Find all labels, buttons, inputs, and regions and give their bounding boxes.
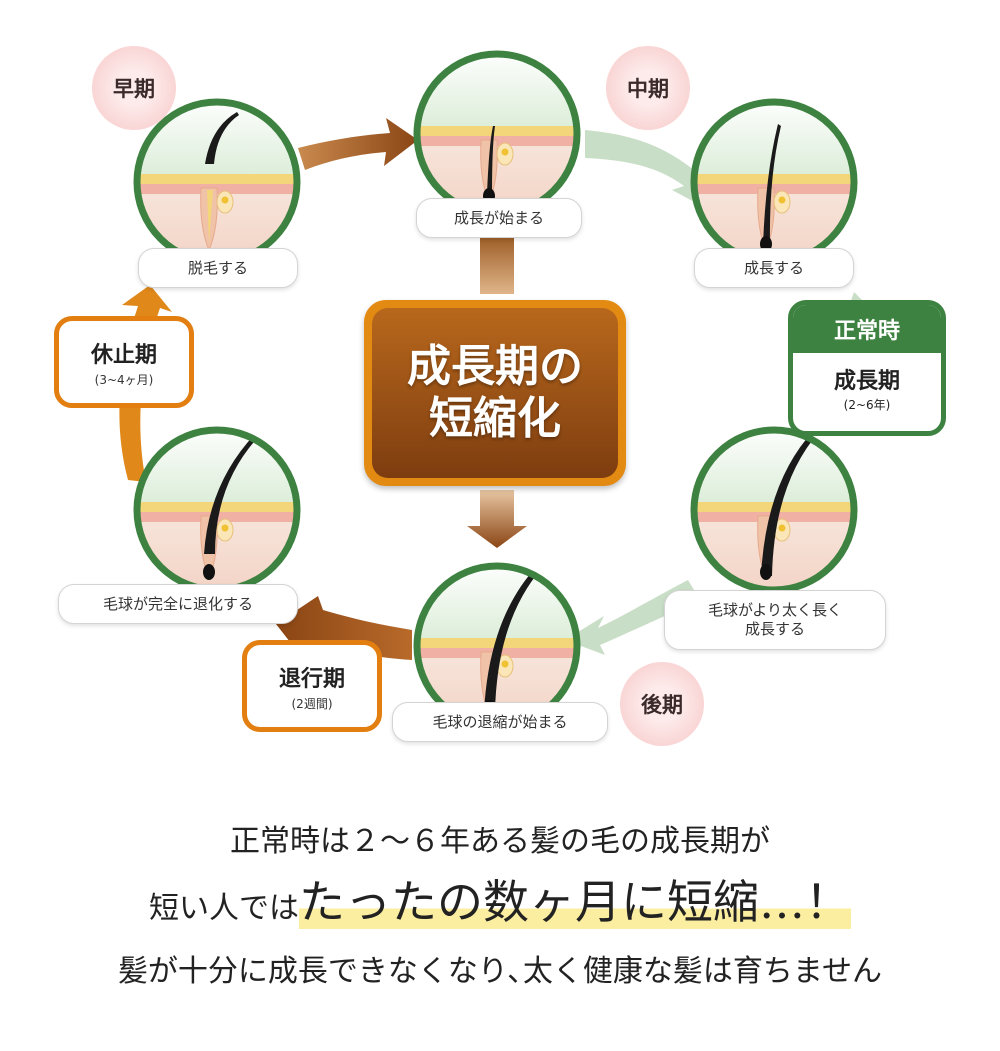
caption-c5-text: 毛球が完全に退化する bbox=[102, 594, 253, 613]
caption-c3-line1: 毛球がより太く長く bbox=[708, 601, 842, 620]
stage-growth-normal-header: 正常時 bbox=[793, 305, 941, 353]
badge-late-label: 後期 bbox=[641, 693, 683, 717]
bottom-line-2-emphasis: たったの数ヶ月に短縮…！ bbox=[299, 875, 851, 929]
badge-early-label: 早期 bbox=[113, 77, 155, 101]
caption-c6: 脱毛する bbox=[138, 248, 298, 288]
stage-regress-name: 退行期 bbox=[278, 666, 345, 692]
caption-c5: 毛球が完全に退化する bbox=[58, 584, 298, 624]
stage-rest-name: 休止期 bbox=[90, 342, 157, 368]
caption-c2-text: 成長する bbox=[743, 258, 804, 277]
caption-c1-text: 成長が始まる bbox=[453, 208, 544, 227]
hair-circle-c2 bbox=[690, 98, 858, 266]
stage-growth-normal: 正常時 成長期 (2~6年) bbox=[788, 300, 946, 436]
hair-circle-c3 bbox=[690, 426, 858, 594]
stage-rest: 休止期 (3~4ヶ月) bbox=[54, 316, 194, 408]
center-title-line1: 成長期の bbox=[407, 341, 583, 393]
bottom-line-2-prefix: 短い人では bbox=[149, 891, 299, 926]
caption-c6-text: 脱毛する bbox=[187, 258, 248, 277]
stage-regress-duration: (2週間) bbox=[291, 696, 333, 711]
caption-c3-line2: 成長する bbox=[744, 620, 805, 638]
bottom-line-2: 短い人ではたったの数ヶ月に短縮…！ bbox=[0, 866, 1000, 932]
caption-c1: 成長が始まる bbox=[416, 198, 582, 238]
caption-c4-text: 毛球の退縮が始まる bbox=[432, 712, 568, 731]
caption-c4: 毛球の退縮が始まる bbox=[392, 702, 608, 742]
badge-early: 早期 bbox=[92, 46, 176, 130]
badge-middle: 中期 bbox=[606, 46, 690, 130]
stage-growth-normal-name: 成長期 bbox=[833, 369, 900, 394]
bottom-line-1: 正常時は２～６年ある髪の毛の成長期が bbox=[230, 824, 770, 859]
stage-regress: 退行期 (2週間) bbox=[242, 640, 382, 732]
stage-growth-normal-duration: (2~6年) bbox=[843, 398, 891, 412]
hair-circle-c5 bbox=[133, 426, 301, 594]
badge-late: 後期 bbox=[620, 662, 704, 746]
center-title-line2: 短縮化 bbox=[429, 393, 561, 444]
center-title-box: 成長期の 短縮化 bbox=[364, 300, 626, 486]
bottom-line-3: 髪が十分に成長できなくなり､太く健康な髪は育ちません bbox=[117, 954, 883, 989]
stage-rest-duration: (3~4ヶ月) bbox=[94, 372, 154, 387]
caption-c3: 毛球がより太く長く 成長する bbox=[664, 590, 886, 650]
badge-middle-label: 中期 bbox=[627, 77, 669, 101]
hair-circle-c6 bbox=[133, 98, 301, 266]
caption-c2: 成長する bbox=[694, 248, 854, 288]
